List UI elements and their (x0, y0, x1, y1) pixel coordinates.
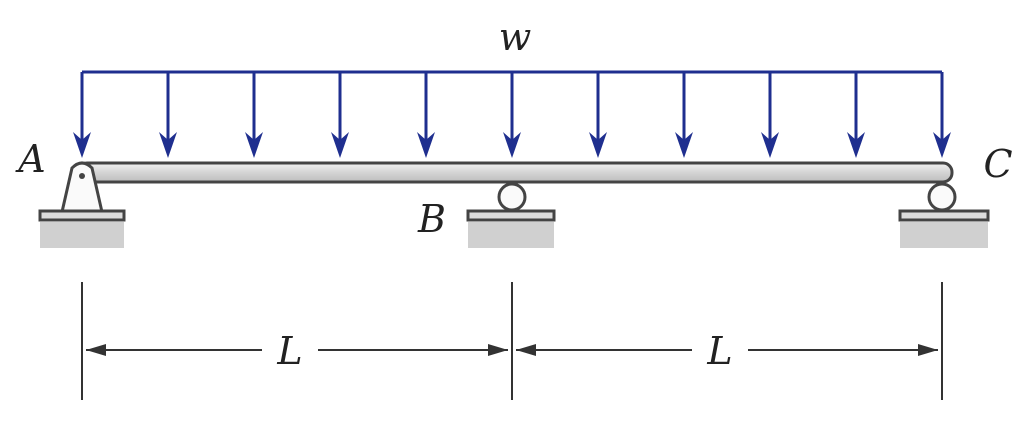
load-arrow (761, 72, 779, 158)
load-arrow (417, 72, 435, 158)
load-arrow (331, 72, 349, 158)
span-bc-label: L (706, 329, 732, 373)
load-arrow (933, 72, 951, 158)
span-ab-label: L (276, 329, 302, 373)
dimension-lines (81, 282, 943, 400)
roller-support-b (466, 182, 556, 248)
load-arrow (245, 72, 263, 158)
roller-support-c (898, 182, 990, 248)
load-arrow (675, 72, 693, 158)
support-a-label: A (15, 137, 45, 181)
support-b-label: B (417, 197, 446, 241)
load-arrow (847, 72, 865, 158)
load-label: w (499, 15, 532, 59)
load-arrow (159, 72, 177, 158)
distributed-load (73, 70, 951, 158)
beam (76, 161, 954, 184)
load-arrow (503, 72, 521, 158)
load-arrow (589, 72, 607, 158)
load-arrow (73, 72, 91, 158)
pin-support-a (38, 161, 126, 248)
support-c-label: C (983, 142, 1012, 186)
